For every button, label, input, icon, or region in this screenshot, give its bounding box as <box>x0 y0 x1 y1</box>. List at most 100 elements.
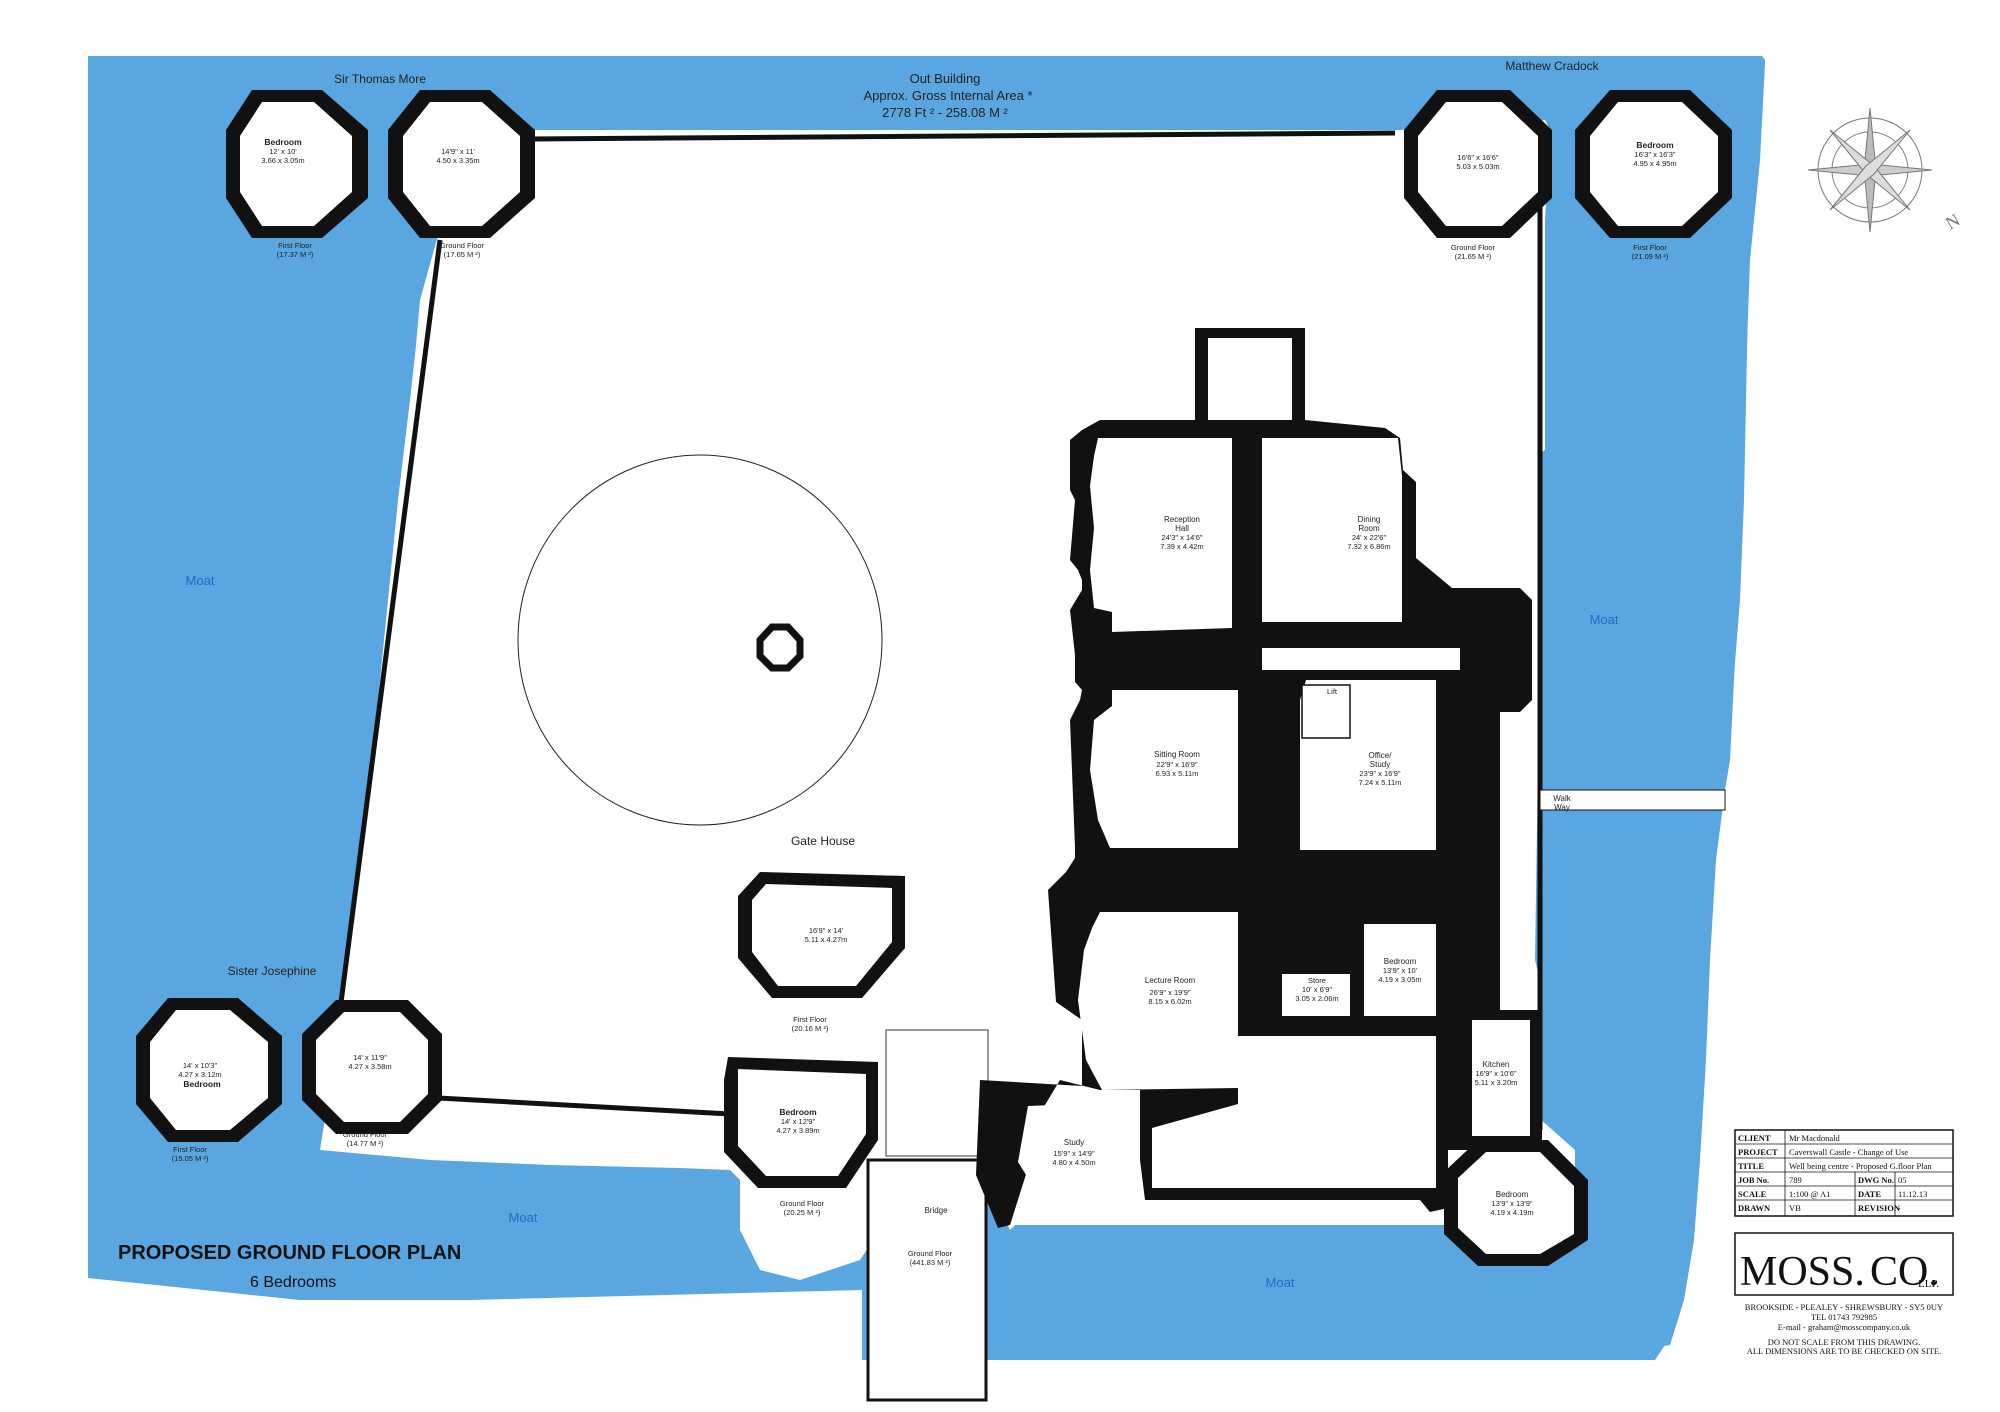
tower-name-matthew: Matthew Cradock <box>1505 59 1599 73</box>
tb-label-project: PROJECT <box>1738 1147 1778 1157</box>
reception-dim-metric: 7.39 x 4.42m <box>1160 542 1203 551</box>
floor-area: (21.09 M ²) <box>1632 252 1669 261</box>
room-dim-metric: 4.27 x 3.12m <box>178 1070 221 1079</box>
main-house <box>976 328 1588 1266</box>
tb-label-date: DATE <box>1858 1189 1881 1199</box>
walkway: Walk Way <box>1539 789 1726 812</box>
room-dim-metric: 3.66 x 3.05m <box>261 156 304 165</box>
out-building-label: Out Building <box>910 71 981 86</box>
room-dim: 12' x 10' <box>269 147 297 156</box>
logo-frame <box>1734 1232 1954 1296</box>
corridor-interior <box>1262 648 1460 670</box>
tb-value-drawn: VB <box>1789 1203 1801 1213</box>
room-dim-metric: 4.27 x 3.58m <box>348 1062 391 1071</box>
room-dim: 14' x 11'9" <box>353 1053 387 1062</box>
reception-hall-interior <box>1090 438 1232 632</box>
floor-area: (17.37 M ²) <box>277 250 314 259</box>
tb-value-dwg: 05 <box>1898 1175 1907 1185</box>
bedroom-se-name: Bedroom <box>1496 1190 1529 1199</box>
dining-name-2: Room <box>1358 524 1380 533</box>
moat-label: Moat <box>1590 612 1619 627</box>
dining-room-interior <box>1262 438 1402 622</box>
room-name: Bedroom <box>264 137 302 147</box>
tb-label-revision: REVISION <box>1858 1203 1901 1213</box>
tb-value-job: 789 <box>1789 1175 1802 1185</box>
tower-nw-ground: 14'9" x 11' 4.50 x 3.35m Ground Floor (1… <box>388 90 535 259</box>
lift-interior <box>1301 684 1351 739</box>
tb-label-job: JOB No. <box>1738 1175 1769 1185</box>
dining-name: Dining <box>1358 515 1381 524</box>
tower-ne-first: Bedroom 16'3" x 16'3" 4.95 x 4.95m First… <box>1575 90 1732 261</box>
bedroom-main-dim-metric: 4.19 x 3.05m <box>1378 975 1421 984</box>
walkway-deck <box>1539 789 1726 811</box>
lecture-dim: 26'9" x 19'9" <box>1149 988 1190 997</box>
tower-name-josephine: Sister Josephine <box>228 964 317 978</box>
logo-text-suffix: LLP. <box>1918 1278 1939 1290</box>
plan-title: PROPOSED GROUND FLOOR PLAN 6 Bedrooms <box>118 1242 461 1291</box>
study-dim-metric: 4.80 x 4.50m <box>1052 1158 1095 1167</box>
lawn <box>517 454 883 826</box>
floor-area: (15.05 M ²) <box>172 1154 209 1163</box>
office-name: Office/ <box>1369 751 1393 760</box>
tower-interior <box>150 1010 268 1130</box>
tower-interior <box>240 102 352 226</box>
plan-title-main: PROPOSED GROUND FLOOR PLAN <box>118 1242 461 1264</box>
bridge-deck <box>866 1158 988 1402</box>
tower-interior <box>403 102 520 226</box>
floor-area: (441.83 M ²) <box>910 1258 951 1267</box>
room-dim: 16'3" x 16'3" <box>1634 150 1675 159</box>
office-dim: 23'9" x 16'9" <box>1359 769 1400 778</box>
room-dim: 16'6" x 16'6" <box>1457 153 1498 162</box>
study-dim: 15'9" x 14'9" <box>1053 1149 1094 1158</box>
kitchen-name: Kitchen <box>1483 1060 1510 1069</box>
gatehouse-interior <box>738 1069 866 1176</box>
company-tel: TEL 01743 792985 <box>1811 1312 1877 1322</box>
store-dim: 10' x 6'9" <box>1302 985 1332 994</box>
gate-doors <box>885 1029 989 1157</box>
floor-area: (21.65 M ²) <box>1455 252 1492 261</box>
lawn-oval <box>517 454 883 826</box>
sitting-name: Sitting Room <box>1154 750 1200 759</box>
gia-value: 2778 Ft ² - 258.08 M ² <box>882 105 1008 120</box>
room-name: Bedroom <box>779 1107 817 1117</box>
floor-label: First Floor <box>793 1015 827 1024</box>
gia-label: Approx. Gross Internal Area * <box>863 88 1032 103</box>
moat-label: Moat <box>1266 1275 1295 1290</box>
bridge-label: Bridge <box>924 1206 948 1215</box>
hall-east-interior <box>1152 1036 1436 1188</box>
bedroom-se-dim-metric: 4.19 x 4.19m <box>1490 1208 1533 1217</box>
office-name-2: Study <box>1370 760 1390 769</box>
sitting-dim-metric: 6.93 x 5.11m <box>1156 769 1199 778</box>
store-interior <box>1282 974 1350 1016</box>
company-block: MOSS. CO. LLP. BROOKSIDE - PLEALEY - SHR… <box>1734 1232 1954 1356</box>
bedroom-main-name: Bedroom <box>1384 957 1417 966</box>
tb-label-client: CLIENT <box>1738 1133 1771 1143</box>
room-dim: 14' x 12'9" <box>781 1117 816 1126</box>
walkway-label: Walk <box>1553 794 1571 803</box>
kitchen-interior <box>1472 1020 1530 1136</box>
moat-label: Moat <box>509 1210 538 1225</box>
room-dim-metric: 4.50 x 3.35m <box>436 156 479 165</box>
dining-dim: 24' x 22'6" <box>1352 533 1387 542</box>
moat-labels: Moat Moat Moat Moat <box>186 573 1619 1290</box>
tb-value-date: 11.12.13 <box>1898 1189 1927 1199</box>
floor-label: Ground Floor <box>780 1199 825 1208</box>
floor-area: (17.65 M ²) <box>444 250 481 259</box>
floor-label: Ground Floor <box>440 241 485 250</box>
sitting-dim: 22'9" x 16'9" <box>1156 760 1197 769</box>
bedroom-se-dim: 13'9" x 13'9" <box>1491 1199 1532 1208</box>
tb-label-title: TITLE <box>1738 1161 1764 1171</box>
room-name: Bedroom <box>1636 140 1674 150</box>
room-labels: Reception Hall 24'3" x 14'6" 7.39 x 4.42… <box>1052 515 1533 1217</box>
lecture-name: Lecture Room <box>1145 976 1196 985</box>
room-dim: 16'9" x 14' <box>809 926 844 935</box>
sitting-room-interior <box>1090 690 1238 848</box>
company-address: BROOKSIDE - PLEALEY - SHREWSBURY - SY5 0… <box>1745 1302 1943 1312</box>
tower-sw-ground: 14' x 11'9" 4.27 x 3.58m Ground Floor (1… <box>302 1000 442 1148</box>
tower-name-sir-thomas: Sir Thomas More <box>334 72 426 86</box>
lecture-dim-metric: 8.15 x 6.02m <box>1148 997 1191 1006</box>
plan-title-subtitle: 6 Bedrooms <box>250 1274 336 1291</box>
store-dim-metric: 3.05 x 2.06m <box>1295 994 1338 1003</box>
tb-label-dwg: DWG No. <box>1858 1175 1894 1185</box>
kitchen-dim-metric: 5.11 x 3.20m <box>1475 1078 1518 1087</box>
